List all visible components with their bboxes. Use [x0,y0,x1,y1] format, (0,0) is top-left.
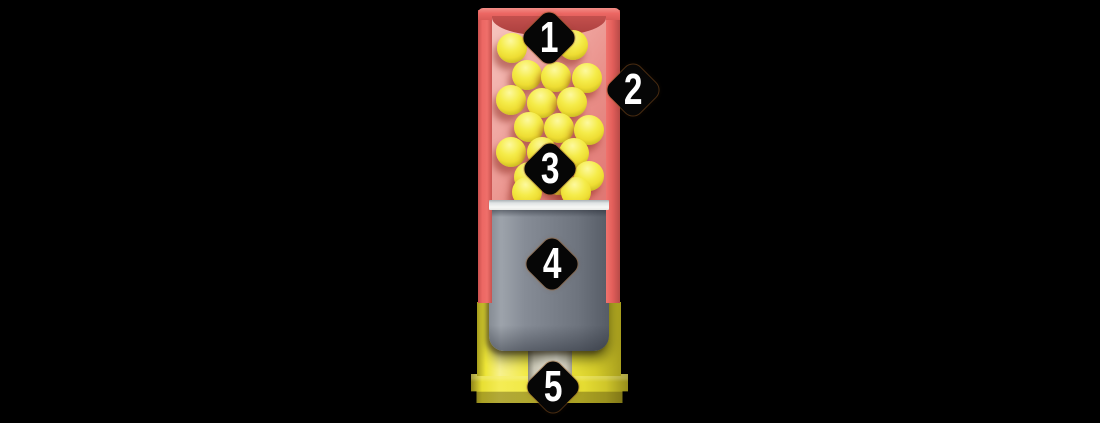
shot-pellet [512,60,542,90]
callout-5: 5 [523,357,583,417]
callout-number: 2 [624,64,642,114]
shot-pellet [557,87,587,117]
callout-4: 4 [522,234,582,294]
shot-pellet [496,85,526,115]
callout-1: 1 [519,8,579,68]
shot-pellet [496,137,526,167]
callout-number: 1 [540,12,558,62]
callout-number: 4 [543,238,561,288]
callout-number: 3 [541,143,559,193]
callout-number: 5 [544,361,562,411]
callout-2: 2 [603,60,663,120]
overshot-card-band [489,200,609,210]
hull-wall-left [478,10,492,303]
callout-3: 3 [520,139,580,199]
